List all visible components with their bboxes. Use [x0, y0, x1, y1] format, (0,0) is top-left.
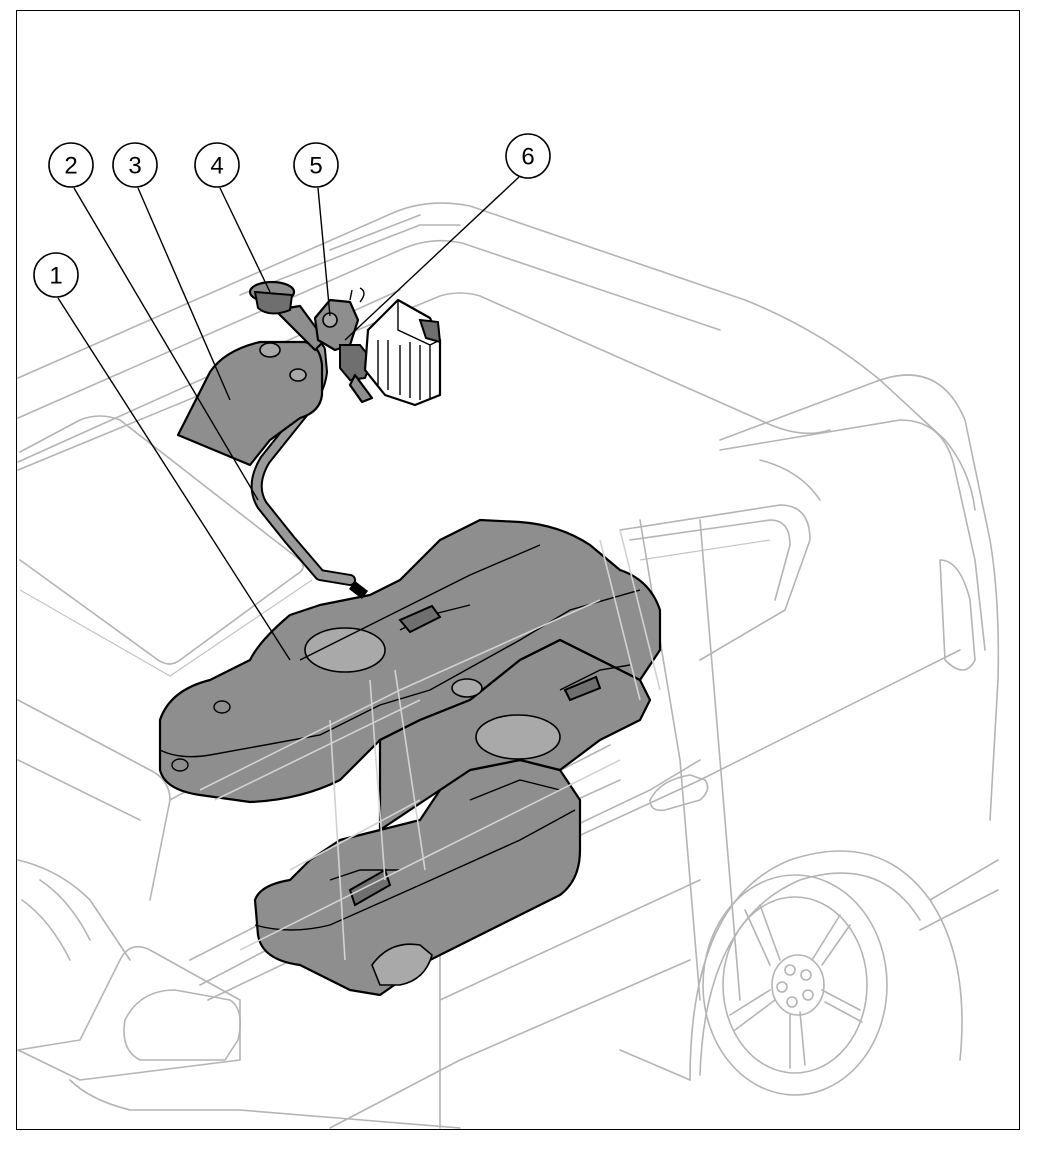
callout-4-label: 4 — [210, 153, 223, 180]
diagram-frame — [16, 10, 1020, 1130]
leader-line-1 — [57, 297, 291, 661]
leader-line-2 — [73, 187, 259, 501]
callout-3: 3 — [112, 142, 158, 188]
leader-line-6 — [344, 176, 520, 341]
fuel-tank — [158, 518, 662, 997]
callout-2-label: 2 — [64, 153, 77, 180]
callout-5-label: 5 — [309, 153, 322, 180]
rear-wheel-icon — [702, 874, 888, 1096]
leader-line-3 — [137, 187, 231, 401]
callout-5: 5 — [293, 142, 339, 188]
callout-1-label: 1 — [49, 263, 62, 290]
evap-canister-assembly — [313, 287, 442, 407]
callout-4: 4 — [194, 142, 240, 188]
leader-line-5 — [317, 187, 331, 317]
callout-2: 2 — [48, 142, 94, 188]
callout-1: 1 — [33, 252, 79, 298]
heat-shield — [176, 340, 324, 467]
callouts: 1 2 3 4 5 6 — [33, 133, 551, 661]
filler-neck — [248, 280, 327, 352]
callout-3-label: 3 — [128, 153, 141, 180]
callout-6-label: 6 — [521, 144, 534, 171]
leader-line-4 — [219, 187, 271, 293]
callout-6: 6 — [505, 133, 551, 179]
